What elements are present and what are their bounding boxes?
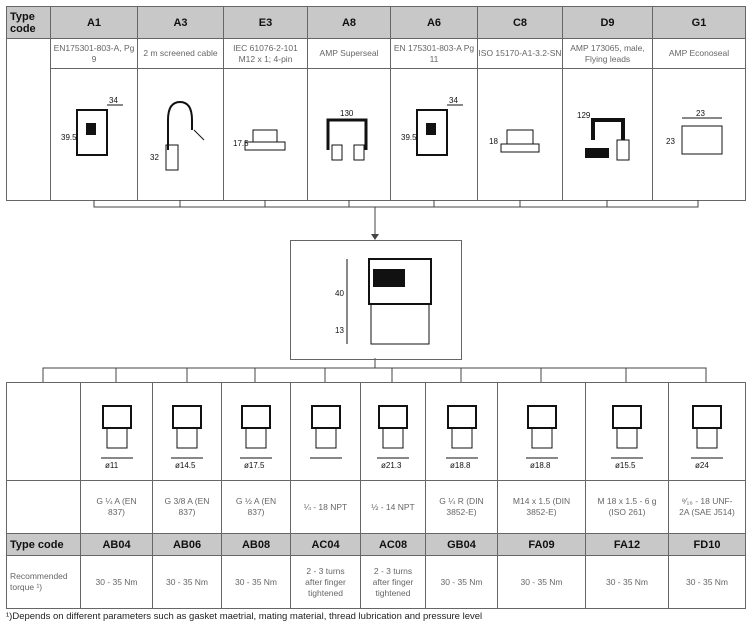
svg-text:34: 34 bbox=[449, 96, 458, 105]
torque-ab08: 30 - 35 Nm bbox=[221, 555, 291, 609]
desc-ab06: G 3/8 A (EN 837) bbox=[152, 480, 222, 534]
drawing-a8: 130 bbox=[307, 68, 391, 201]
svg-text:39.5: 39.5 bbox=[401, 133, 417, 142]
svg-text:ø15.5: ø15.5 bbox=[615, 461, 636, 470]
drawing-fa12: ø15.5 bbox=[585, 382, 669, 481]
desc-g1: AMP Econoseal bbox=[652, 38, 746, 69]
code-fa12: FA12 bbox=[585, 533, 669, 556]
torque-fd10: 30 - 35 Nm bbox=[668, 555, 746, 609]
svg-text:ø14.5: ø14.5 bbox=[175, 461, 196, 470]
desc-ac08: ½ - 14 NPT bbox=[360, 480, 426, 534]
code-fa09: FA09 bbox=[497, 533, 586, 556]
desc-fa12: M 18 x 1.5 - 6 g (ISO 261) bbox=[585, 480, 669, 534]
drawing-ab04: ø11 bbox=[80, 382, 153, 481]
svg-text:34: 34 bbox=[109, 96, 118, 105]
torque-label: Recommended torque ¹) bbox=[6, 555, 81, 609]
drawing-a1: 34 39.5 bbox=[50, 68, 138, 201]
drawing-a6: 34 39.5 bbox=[390, 68, 478, 201]
sensor-drawing: 40 13 bbox=[290, 240, 462, 360]
drawing-fa09: ø18.8 bbox=[497, 382, 586, 481]
torque-fa09: 30 - 35 Nm bbox=[497, 555, 586, 609]
desc-a3: 2 m screened cable bbox=[137, 38, 224, 69]
drawing-ac08: ø21.3 bbox=[360, 382, 426, 481]
desc-a8: AMP Superseal bbox=[307, 38, 391, 69]
desc-a6: EN 175301-803-A Pg 11 bbox=[390, 38, 478, 69]
torque-ab04: 30 - 35 Nm bbox=[80, 555, 153, 609]
code-gb04: GB04 bbox=[425, 533, 498, 556]
code-g1: G1 bbox=[652, 6, 746, 39]
torque-ac04: 2 - 3 turns after finger tightened bbox=[290, 555, 361, 609]
drawing-g1: 23 23 bbox=[652, 68, 746, 201]
code-c8: C8 bbox=[477, 6, 563, 39]
drawing-ab06: ø14.5 bbox=[152, 382, 222, 481]
connector-lines bbox=[42, 200, 707, 382]
drawing-gb04: ø18.8 bbox=[425, 382, 498, 481]
code-ac08: AC08 bbox=[360, 533, 426, 556]
torque-ab06: 30 - 35 Nm bbox=[152, 555, 222, 609]
svg-text:ø17.5: ø17.5 bbox=[244, 461, 265, 470]
svg-text:ø18.8: ø18.8 bbox=[530, 461, 551, 470]
svg-text:23: 23 bbox=[696, 109, 705, 118]
svg-text:129: 129 bbox=[577, 111, 591, 120]
desc-d9: AMP 173065, male, Flying leads bbox=[562, 38, 653, 69]
desc-fd10: ⁹⁄₁₆ - 18 UNF-2A (SAE J514) bbox=[668, 480, 746, 534]
svg-text:40: 40 bbox=[335, 289, 344, 298]
code-a3: A3 bbox=[137, 6, 224, 39]
drawing-d9: 129 bbox=[562, 68, 653, 201]
svg-text:ø21.3: ø21.3 bbox=[381, 461, 402, 470]
desc-fa09: M14 x 1.5 (DIN 3852-E) bbox=[497, 480, 586, 534]
torque-ac08: 2 - 3 turns after finger tightened bbox=[360, 555, 426, 609]
code-ab04: AB04 bbox=[80, 533, 153, 556]
code-a8: A8 bbox=[307, 6, 391, 39]
svg-text:13: 13 bbox=[335, 326, 344, 335]
svg-text:130: 130 bbox=[340, 109, 354, 118]
connector-table: Type code A1 A3 E3 A8 A6 C8 D9 G1 EN1753… bbox=[6, 6, 746, 201]
svg-text:17.5: 17.5 bbox=[233, 139, 249, 148]
code-ac04: AC04 bbox=[290, 533, 361, 556]
code-d9: D9 bbox=[562, 6, 653, 39]
desc-ab04: G ¼ A (EN 837) bbox=[80, 480, 153, 534]
svg-text:39.5: 39.5 bbox=[61, 133, 77, 142]
svg-text:32: 32 bbox=[150, 153, 159, 162]
code-fd10: FD10 bbox=[668, 533, 746, 556]
svg-text:23: 23 bbox=[666, 137, 675, 146]
drawing-ac04 bbox=[290, 382, 361, 481]
drawing-fd10: ø24 bbox=[668, 382, 746, 481]
svg-text:ø11: ø11 bbox=[105, 461, 119, 470]
drawing-ab08: ø17.5 bbox=[221, 382, 291, 481]
code-ab08: AB08 bbox=[221, 533, 291, 556]
footnote: ¹)Depends on different parameters such a… bbox=[6, 611, 483, 622]
code-e3: E3 bbox=[223, 6, 308, 39]
code-a1: A1 bbox=[50, 6, 138, 39]
type-code-label-bottom: Type code bbox=[6, 533, 81, 556]
svg-text:18: 18 bbox=[489, 137, 498, 146]
pressure-connection-table: ø11 ø14.5 ø17.5 ø21.3 ø18.8 ø18.8 ø15.5 ø24 G ¼… bbox=[6, 382, 746, 609]
type-code-label: Type code bbox=[6, 6, 51, 39]
desc-ab08: G ½ A (EN 837) bbox=[221, 480, 291, 534]
svg-text:ø24: ø24 bbox=[695, 461, 709, 470]
code-ab06: AB06 bbox=[152, 533, 222, 556]
torque-gb04: 30 - 35 Nm bbox=[425, 555, 498, 609]
desc-gb04: G ¼ R (DIN 3852-E) bbox=[425, 480, 498, 534]
desc-ac04: ¼ - 18 NPT bbox=[290, 480, 361, 534]
torque-fa12: 30 - 35 Nm bbox=[585, 555, 669, 609]
svg-text:ø18.8: ø18.8 bbox=[450, 461, 471, 470]
